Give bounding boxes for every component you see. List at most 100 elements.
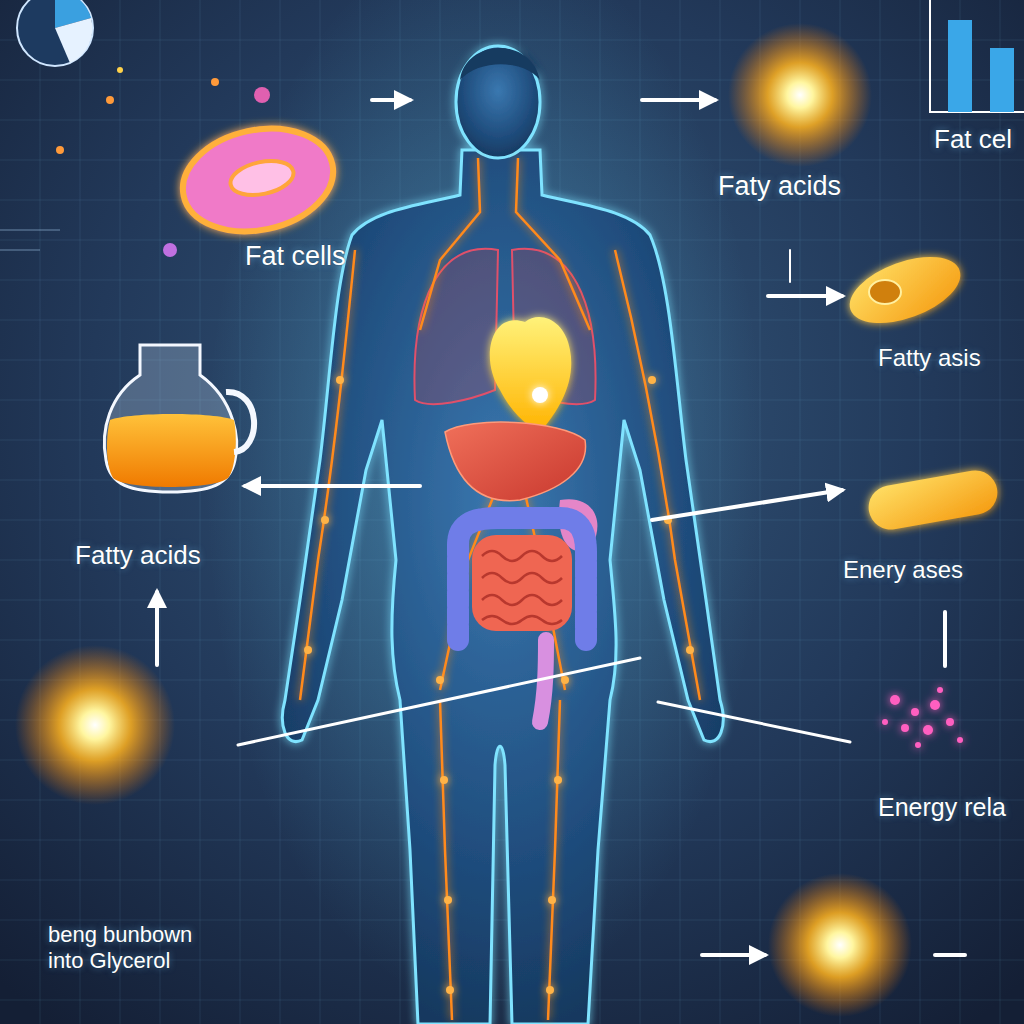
label-box: Enery ases [843,556,963,585]
vein [440,700,452,1020]
energy-particles [882,687,963,748]
energy-burst [768,873,912,1017]
label-box: Energy rela [878,792,1006,822]
label-box: Faty acids [718,170,841,202]
label-box: Fat cel [934,124,1012,155]
particle [901,724,909,732]
particle [211,78,219,86]
particle [254,87,270,103]
particle [106,96,114,104]
vein [516,158,590,330]
arrow [702,953,765,957]
text-label: Energy rela [878,792,1006,822]
vein [615,250,700,700]
text-label: beng bunbown into Glycerol [48,922,224,975]
dot [446,986,454,994]
lung [414,249,498,404]
dot [336,376,344,384]
chart-bar [990,48,1014,112]
chart-bar [948,20,972,112]
label-box: Fatty acids [75,540,201,571]
particle [957,737,963,743]
hair [460,48,540,80]
head-outline [456,46,540,158]
particle [930,700,940,710]
arrow [245,484,420,488]
energy-burst [15,645,175,805]
dot [648,376,656,384]
label-box: beng bunbown into Glycerol [48,922,224,975]
line [943,612,947,666]
text-label: Fatty acids [75,540,201,571]
fat-cell-core [227,156,296,201]
line [789,250,791,282]
cell-body [865,467,1001,533]
particle [911,708,919,716]
jug-handle [226,392,254,452]
arrow [642,98,715,102]
particle [882,719,888,725]
heart [490,317,571,432]
text-label: Fat cel [934,124,1012,155]
intestine-folds [482,551,562,624]
chart-axis [930,0,1024,112]
label-box: Fat cells [245,240,346,272]
dot [546,986,554,994]
grid-lines [40,0,1000,1024]
fatty-acid-cell [841,244,969,336]
energy-dots [304,376,694,994]
vein [420,158,480,330]
text-label: Enery ases [843,556,963,585]
fat-cell [173,115,342,244]
vein [300,250,355,700]
particle [915,742,921,748]
dot [554,776,562,784]
text-label: Fat cells [245,240,346,272]
dot [686,646,694,654]
particle [117,67,123,73]
label-box: Fatty asis [878,344,981,373]
particle [890,695,900,705]
pie-slice [55,18,92,63]
energy-cell [865,467,1001,533]
decor-lines [0,230,60,250]
line [238,658,640,745]
line [658,702,850,742]
oil-jug [104,345,254,492]
large-intestine [458,518,586,640]
pie-chart [17,0,93,66]
jug-glass [104,345,236,492]
text-label: Faty acids [718,170,841,202]
cell-nucleus [869,280,901,304]
particles [56,67,270,257]
particle [163,243,177,257]
particle [946,718,954,726]
vein [548,700,560,1020]
dot [304,646,312,654]
arrow [652,490,842,520]
text-label: Fatty asis [878,344,981,373]
arrows [157,100,965,955]
arrow [768,294,842,298]
dot [321,516,329,524]
heart-glow [532,387,548,403]
rectum [540,640,546,722]
dot [548,896,556,904]
arrow [155,592,159,665]
fat-cell-icon [173,115,342,244]
cell-body [841,244,969,336]
human-body [282,46,723,1024]
small-intestine [472,535,572,631]
dot [436,676,444,684]
liver [445,422,586,501]
energy-burst [728,23,872,167]
body-outline [282,150,723,1024]
veins [300,158,700,1020]
jug-oil [107,414,236,487]
particle [56,146,64,154]
arrow [372,98,410,102]
